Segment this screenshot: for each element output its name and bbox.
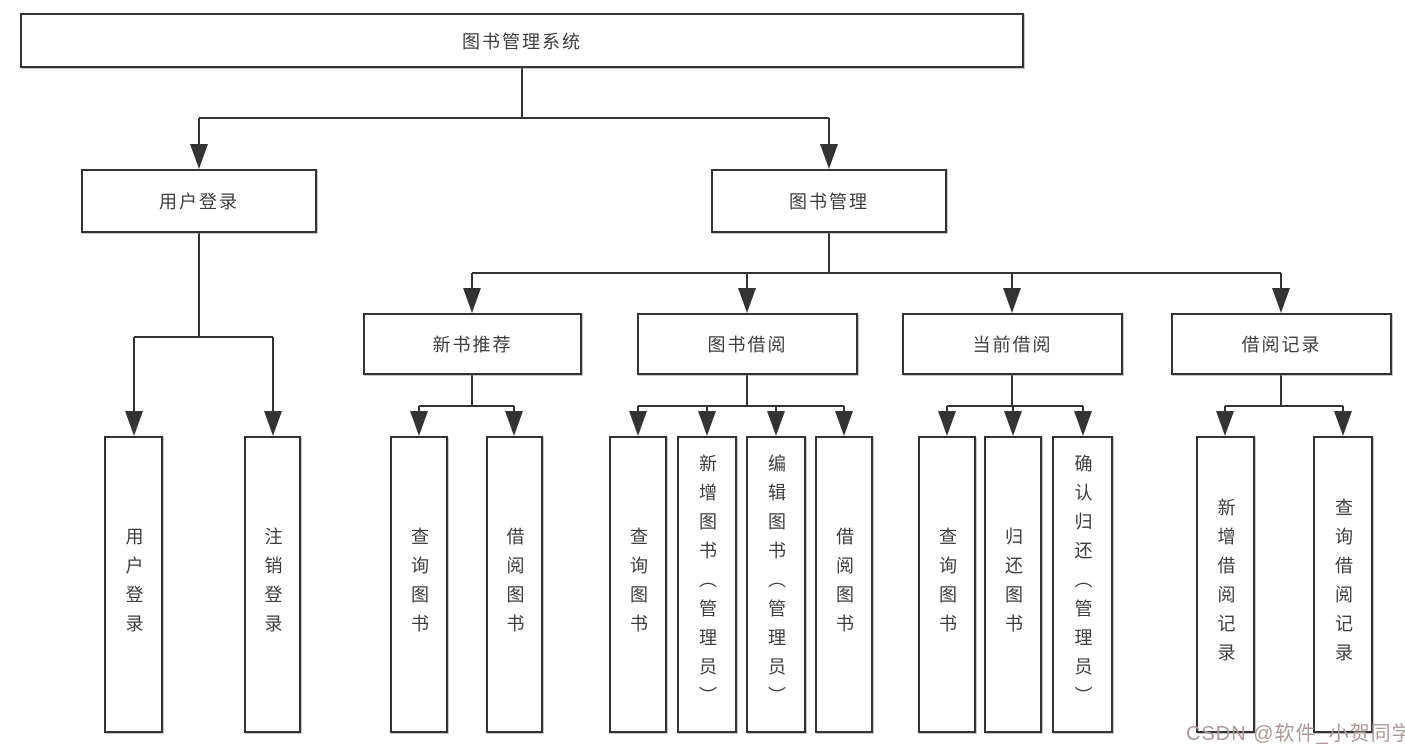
arrowheads [125,144,1352,436]
leaf-label: 查询图书 [628,526,648,643]
leaf-label: 查询图书 [937,526,957,643]
node-new-book-recommend: 新书推荐 [363,313,582,375]
csdn-watermark: CSDN @软件_小贺同学 [1186,723,1405,745]
leaf-add-books-admin: 新增图书（管理员） [677,436,737,733]
node-label: 图书管理系统 [462,31,582,52]
leaf-label: 新增借阅记录 [1215,497,1236,672]
leaf-borrow-books: 借阅图书 [815,436,873,733]
node-current-borrowing: 当前借阅 [902,313,1123,375]
leaf-label: 新增图书（管理员） [697,454,717,715]
leaf-query-books-borrow: 查询图书 [609,436,667,733]
node-label: 当前借阅 [972,335,1053,355]
node-user-login: 用户登录 [81,169,317,233]
node-label: 用户登录 [159,192,239,212]
leaf-query-borrow-record: 查询借阅记录 [1313,436,1373,733]
leaf-edit-books-admin: 编辑图书（管理员） [746,436,806,733]
node-label: 图书借阅 [707,335,788,355]
leaf-user-login: 用户登录 [104,436,163,733]
leaf-add-borrow-record: 新增借阅记录 [1196,436,1255,733]
node-label: 图书管理 [789,192,869,212]
leaf-logout: 注销登录 [244,436,301,733]
leaf-label: 编辑图书（管理员） [766,454,786,715]
leaf-label: 注销登录 [262,526,283,643]
leaf-label: 确认归还（管理员） [1072,454,1093,715]
node-book-borrowing: 图书借阅 [637,313,858,375]
node-label: 新书推荐 [432,335,513,355]
node-label: 借阅记录 [1241,335,1322,355]
node-book-management: 图书管理 [711,169,947,233]
leaf-borrow-books-recommend: 借阅图书 [486,436,543,733]
leaf-confirm-return-admin: 确认归还（管理员） [1052,436,1113,733]
leaf-label: 归还图书 [1003,526,1023,643]
leaf-label: 用户登录 [123,526,144,643]
leaf-label: 查询借阅记录 [1333,497,1353,672]
leaf-label: 借阅图书 [504,526,525,643]
leaf-label: 借阅图书 [834,526,854,643]
leaf-label: 查询图书 [409,526,429,643]
node-library-system: 图书管理系统 [20,13,1024,68]
node-borrow-records: 借阅记录 [1171,313,1392,375]
leaf-return-books: 归还图书 [984,436,1042,733]
leaf-query-books-recommend: 查询图书 [390,436,448,733]
leaf-query-books-current: 查询图书 [918,436,976,733]
